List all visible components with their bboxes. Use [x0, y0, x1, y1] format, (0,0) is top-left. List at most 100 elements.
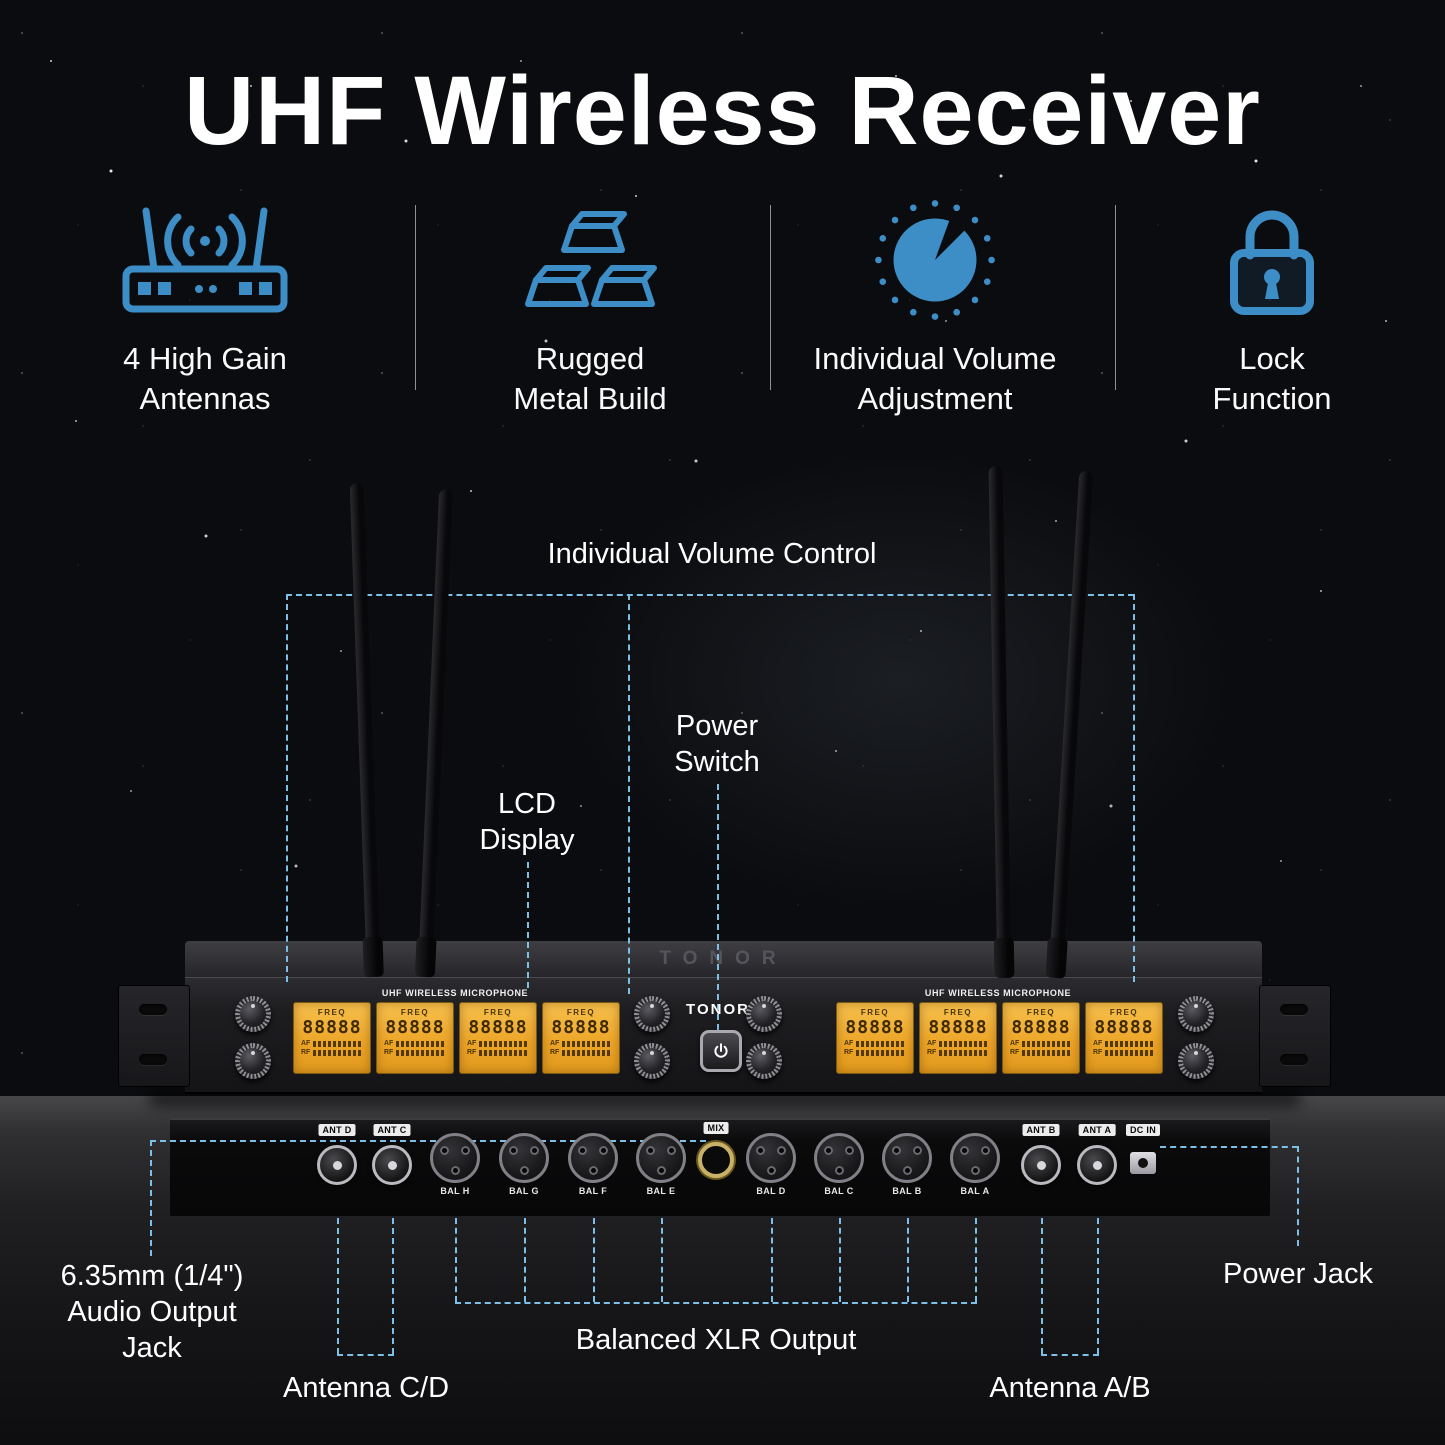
metal-ingots-icon [425, 195, 755, 325]
panel-header-right: UHF WIRELESS MICROPHONE [924, 988, 1072, 998]
rack-ear-left [118, 985, 190, 1087]
lcd-freq-label: FREQ [943, 1008, 973, 1017]
feature-label: Lock [1239, 341, 1305, 376]
lcd-display: FREQ 88888 AF RF [542, 1002, 620, 1074]
xlr-bracket-line [975, 1218, 977, 1302]
xlr-output-connector [950, 1133, 1000, 1183]
feature-antennas: 4 High Gain Antennas [40, 195, 370, 419]
feature-label: Metal Build [513, 381, 667, 416]
lcd-frequency-value: 88888 [551, 1017, 611, 1038]
feature-label: 4 High Gain [123, 341, 287, 376]
starfield-background [0, 0, 1445, 1100]
meter-bars [939, 1049, 989, 1056]
meter-label: RF [301, 1049, 311, 1056]
lcd-freq-label: FREQ [860, 1008, 890, 1017]
antenna-ab-line [1041, 1218, 1043, 1354]
lcd-rf-meter: RF [550, 1049, 612, 1056]
xlr-pin [766, 1166, 776, 1175]
volume-bracket-line [286, 594, 1134, 596]
lcd-display: FREQ 88888 AF RF [1002, 1002, 1080, 1074]
audio-output-jack-label: 6.35mm (1/4") Audio Output Jack [61, 1258, 244, 1366]
xlr-pin [530, 1146, 539, 1155]
screw-slot [1280, 1054, 1308, 1065]
meter-label: AF [467, 1040, 477, 1047]
lcd-frequency-value: 88888 [1011, 1017, 1071, 1038]
bnc-pin [387, 1160, 397, 1170]
power-jack-line [1160, 1146, 1298, 1148]
bnc-pin [332, 1160, 342, 1170]
xlr-bracket-line [771, 1218, 773, 1302]
xlr-output-connector [814, 1133, 864, 1183]
meter-bars [313, 1049, 363, 1056]
xlr-pin [656, 1166, 666, 1175]
volume-knob [235, 996, 271, 1032]
volume-knob [746, 996, 782, 1032]
xlr-bracket-line [593, 1218, 595, 1302]
volume-knob [634, 1043, 670, 1079]
lcd-frequency-value: 88888 [468, 1017, 528, 1038]
panel-header-left: UHF WIRELESS MICROPHONE [381, 988, 529, 998]
xlr-bracket-line [907, 1218, 909, 1302]
feature-divider [1115, 205, 1116, 390]
xlr-output-label: BAL A [960, 1186, 990, 1196]
lcd-rf-meter: RF [1010, 1049, 1072, 1056]
bnc-antenna-b [1021, 1145, 1061, 1185]
screw-slot [1280, 1004, 1308, 1015]
volume-bracket-line [1133, 594, 1135, 982]
brand-logo: TONOR [686, 1001, 750, 1018]
power-switch-label: Power Switch [674, 708, 759, 780]
xlr-output-label: BAL B [892, 1186, 922, 1196]
audio-output-jack-label-line: Jack [122, 1332, 182, 1364]
lcd-display: FREQ 88888 AF RF [1085, 1002, 1163, 1074]
galaxy-haze [520, 420, 1280, 940]
receiver-top-surface: TONOR [185, 941, 1262, 977]
lcd-display: FREQ 88888 AF RF [293, 1002, 371, 1074]
meter-label: AF [384, 1040, 394, 1047]
meter-bars [939, 1040, 989, 1047]
meter-label: RF [550, 1049, 560, 1056]
xlr-pin [519, 1166, 529, 1175]
antenna-cd-line [337, 1218, 339, 1354]
feature-label: Function [1212, 381, 1332, 416]
xlr-pin [578, 1146, 587, 1155]
lcd-af-meter: AF [844, 1040, 906, 1047]
meter-bars [396, 1049, 446, 1056]
lcd-display-line [527, 862, 529, 988]
lcd-display: FREQ 88888 AF RF [459, 1002, 537, 1074]
mix-label: MIX [703, 1122, 729, 1134]
xlr-output-connector [430, 1133, 480, 1183]
meter-bars [313, 1040, 363, 1047]
meter-label: AF [927, 1040, 937, 1047]
lcd-rf-meter: RF [844, 1049, 906, 1056]
meter-label: RF [1010, 1049, 1020, 1056]
meter-label: AF [550, 1040, 560, 1047]
xlr-pin [450, 1166, 460, 1175]
feature-volume-adjustment: Individual Volume Adjustment [770, 195, 1100, 419]
antenna-cd-label: Antenna C/D [282, 1372, 450, 1404]
xlr-output-connector [882, 1133, 932, 1183]
xlr-pin [756, 1146, 765, 1155]
feature-divider [415, 205, 416, 390]
bnc-pin [1092, 1160, 1102, 1170]
lcd-af-meter: AF [550, 1040, 612, 1047]
xlr-pin [834, 1166, 844, 1175]
meter-bars [396, 1040, 446, 1047]
power-icon [714, 1043, 728, 1058]
xlr-pin [845, 1146, 854, 1155]
bnc-antenna-a [1077, 1145, 1117, 1185]
balanced-xlr-label: Balanced XLR Output [575, 1324, 857, 1356]
lcd-freq-label: FREQ [1109, 1008, 1139, 1017]
audio-output-line [150, 1140, 706, 1142]
audio-output-jack-label-line: 6.35mm (1/4") [60, 1260, 244, 1292]
xlr-pin [440, 1146, 449, 1155]
xlr-bracket-line [455, 1218, 457, 1302]
ant-c-label: ANT C [373, 1124, 411, 1136]
meter-label: AF [1093, 1040, 1103, 1047]
feature-metal-build: Rugged Metal Build [425, 195, 755, 419]
meter-label: AF [1010, 1040, 1020, 1047]
xlr-output-connector [568, 1133, 618, 1183]
lcd-af-meter: AF [1093, 1040, 1155, 1047]
meter-label: RF [927, 1049, 937, 1056]
volume-bracket-line [286, 594, 288, 982]
